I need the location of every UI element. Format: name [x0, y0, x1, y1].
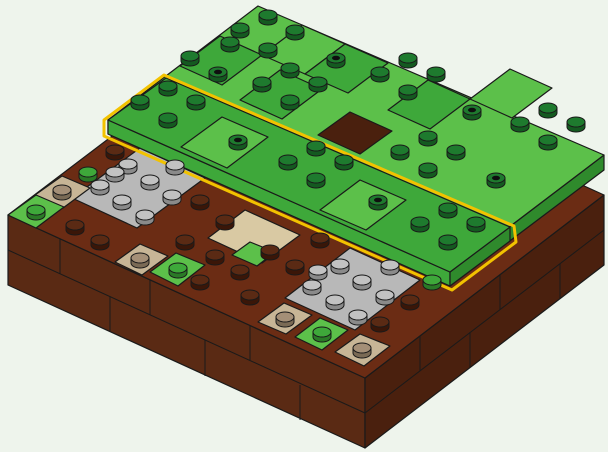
- stud-green-dark: [511, 117, 529, 132]
- stud-green-dark: [447, 145, 465, 160]
- stud-hollow: [327, 53, 345, 68]
- stud-highlight: [187, 95, 205, 110]
- stud-green-dark: [567, 117, 585, 132]
- stud-green-dark: [427, 67, 445, 82]
- stud-green-dark: [181, 51, 199, 66]
- stud-gray: [106, 167, 124, 182]
- stud-brown: [66, 220, 84, 235]
- stud-highlight: [131, 95, 149, 110]
- stud-highlight: [307, 173, 325, 188]
- stud-green-dark: [371, 67, 389, 82]
- stud-green-dark: [391, 145, 409, 160]
- stud-highlight: [279, 155, 297, 170]
- stud-gray: [91, 180, 109, 195]
- stud-brown: [206, 250, 224, 265]
- stud-brown: [241, 290, 259, 305]
- stud-highlight: [159, 113, 177, 128]
- stud-brown: [286, 260, 304, 275]
- stud-green-dark: [221, 37, 239, 52]
- stud-hollow: [463, 105, 481, 120]
- stud-highlight: [335, 155, 353, 170]
- stud-green: [313, 327, 331, 342]
- stud-gray: [349, 310, 367, 325]
- stud-green-dark: [281, 95, 299, 110]
- stud-gray: [141, 175, 159, 190]
- stud-gray: [331, 259, 349, 274]
- stud-tan: [353, 343, 371, 358]
- stud-tan: [276, 312, 294, 327]
- stud-highlight: [411, 217, 429, 232]
- stud-gray: [136, 210, 154, 225]
- stud-green-dark: [281, 63, 299, 78]
- stud-tan: [53, 185, 71, 200]
- stud-brown: [371, 317, 389, 332]
- stud-highlight: [307, 141, 325, 156]
- stud-highlight: [467, 217, 485, 232]
- stud-brown: [311, 233, 329, 248]
- stud-highlight: [439, 203, 457, 218]
- stud-green: [79, 167, 97, 182]
- stud-highlight-hollow: [229, 135, 247, 150]
- stud-gray: [353, 275, 371, 290]
- stud-highlight-hollow: [369, 195, 387, 210]
- stud-brown: [91, 235, 109, 250]
- stud-brown: [261, 245, 279, 260]
- stud-green-dark: [259, 10, 277, 25]
- stud-green: [27, 205, 45, 220]
- stud-hollow: [209, 67, 227, 82]
- stud-brown: [216, 215, 234, 230]
- stud-gray: [376, 290, 394, 305]
- stud-brown: [176, 235, 194, 250]
- stud-green-dark: [286, 25, 304, 40]
- stud-brown: [191, 195, 209, 210]
- stud-green-dark: [253, 77, 271, 92]
- stud-gray: [381, 260, 399, 275]
- stud-green-dark: [539, 103, 557, 118]
- stud-brown: [401, 295, 419, 310]
- stud-green-dark: [399, 53, 417, 68]
- stud-gray: [166, 160, 184, 175]
- stud-green-dark: [419, 163, 437, 178]
- stud-gray: [326, 295, 344, 310]
- stud-gray: [113, 195, 131, 210]
- stud-brown: [231, 265, 249, 280]
- stud-green-dark: [259, 43, 277, 58]
- stud-hollow: [487, 173, 505, 188]
- stud-green-dark: [231, 23, 249, 38]
- stud-gray: [163, 190, 181, 205]
- stud-brown: [191, 275, 209, 290]
- stud-green-dark: [309, 77, 327, 92]
- stud-green-dark: [539, 135, 557, 150]
- stud-green: [169, 263, 187, 278]
- stud-brown: [106, 145, 124, 160]
- stud-highlight: [159, 81, 177, 96]
- stud-green: [423, 275, 441, 290]
- stud-highlight: [439, 235, 457, 250]
- stud-green-dark: [419, 131, 437, 146]
- stud-gray: [303, 280, 321, 295]
- stud-gray: [309, 265, 327, 280]
- stud-tan: [131, 253, 149, 268]
- stud-green-dark: [399, 85, 417, 100]
